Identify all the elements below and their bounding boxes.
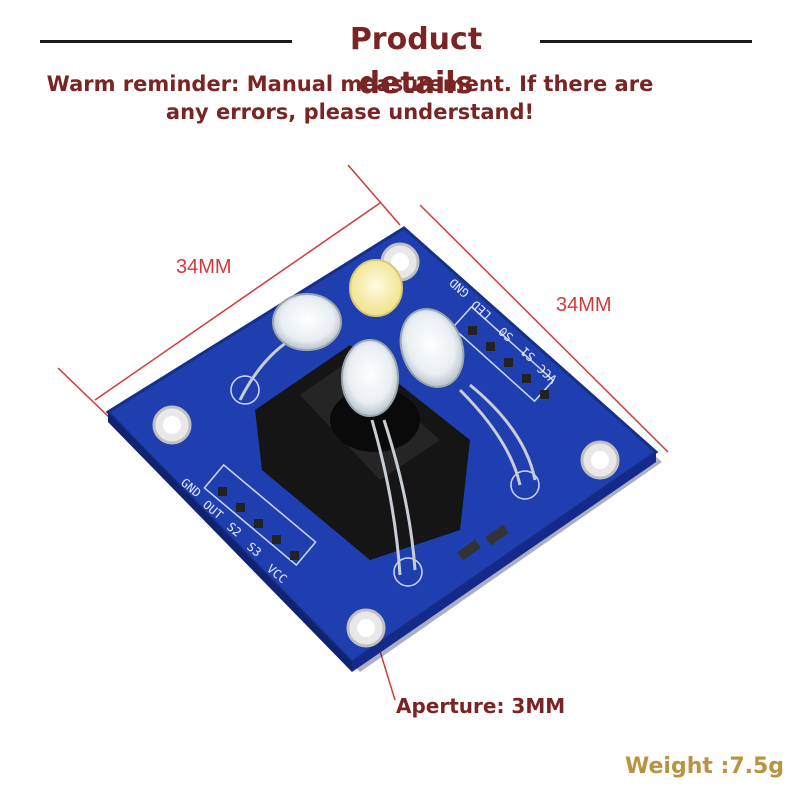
- weight-label: Weight :7.5g: [625, 754, 785, 779]
- header-pin: [522, 374, 531, 383]
- page-title: Product details: [349, 22, 483, 101]
- depth-dimension-line: [419, 204, 669, 453]
- title-bar: Product details: [40, 18, 752, 101]
- led-top-yellow: [349, 259, 403, 317]
- header-pin: [468, 326, 477, 335]
- pcb-edge-front: [108, 412, 352, 672]
- led-leg: [458, 388, 522, 486]
- smd-resistor: [457, 539, 481, 561]
- smd-resistor: [485, 524, 509, 546]
- title-rule-right: [540, 40, 752, 43]
- solder-pad: [230, 375, 260, 405]
- header-pin: [236, 503, 245, 512]
- aperture-label: Aperture: 3MM: [396, 694, 566, 718]
- led-right: [399, 308, 465, 388]
- header-pin: [540, 390, 549, 399]
- width-dimension-line: [94, 202, 381, 401]
- header-pins: [218, 326, 549, 560]
- reminder-line-2: any errors, please understand!: [165, 100, 535, 124]
- width-extension-left: [57, 367, 113, 421]
- led-center: [341, 339, 399, 417]
- solder-pad: [510, 470, 540, 500]
- led-leg: [382, 419, 417, 571]
- pcb-edge-side: [352, 452, 656, 672]
- pin-header-bottom-outline: [203, 463, 317, 567]
- mounting-hole-inner: [591, 451, 609, 469]
- mounting-holes: [152, 242, 620, 648]
- header-pin: [272, 535, 281, 544]
- led-left: [272, 293, 342, 351]
- mounting-hole-inner: [357, 619, 375, 637]
- solder-pads: [230, 375, 540, 587]
- header-pin: [504, 358, 513, 367]
- mounting-hole-inner: [163, 416, 181, 434]
- reminder-line-1: Warm reminder: Manual measurement. If th…: [46, 72, 654, 96]
- dimension-lines: [57, 164, 669, 701]
- width-extension-right: [347, 164, 401, 226]
- header-pin: [290, 551, 299, 560]
- depth-dimension-label: 34MM: [556, 294, 612, 316]
- header-pin: [486, 342, 495, 351]
- smd-components: [457, 524, 509, 561]
- mounting-hole-inner: [391, 253, 409, 271]
- warm-reminder: Warm reminder: Manual measurement. If th…: [20, 70, 680, 126]
- header-pin: [254, 519, 263, 528]
- width-dimension-label: 34MM: [176, 256, 232, 278]
- led-legs: [238, 338, 537, 576]
- led-leg: [469, 383, 537, 481]
- title-rule-left: [40, 40, 292, 43]
- header-pin: [218, 487, 227, 496]
- solder-pad: [393, 557, 423, 587]
- led-leg: [370, 419, 402, 576]
- white-leds: [272, 259, 465, 417]
